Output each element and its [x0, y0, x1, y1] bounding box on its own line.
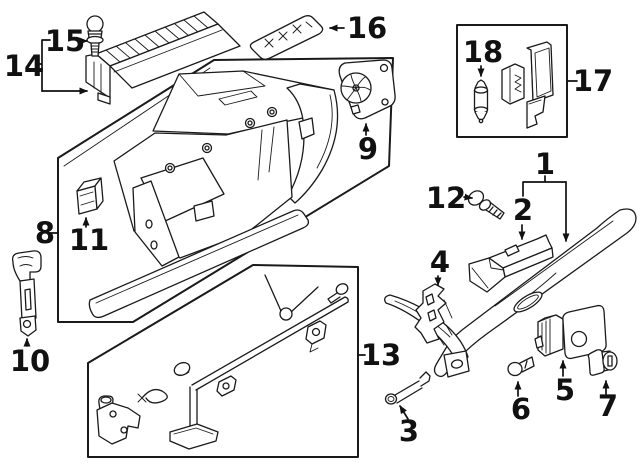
- callout-label-3: 3: [399, 414, 419, 448]
- callout-label-18: 18: [463, 35, 503, 69]
- callout-10: 10: [10, 338, 50, 378]
- callout-label-11: 11: [69, 223, 109, 257]
- callout-11: 11: [69, 217, 109, 257]
- callout-8: 8: [35, 216, 59, 250]
- callout-label-13: 13: [361, 338, 401, 372]
- callout-7: 7: [598, 380, 618, 423]
- retaining-pin: [384, 371, 431, 405]
- callout-label-10: 10: [10, 344, 50, 378]
- callout-15: 15: [45, 24, 88, 58]
- callout-17: 17: [567, 64, 613, 98]
- callout-label-9: 9: [358, 132, 378, 166]
- callout-label-5: 5: [555, 373, 575, 407]
- callout-label-17: 17: [573, 64, 613, 98]
- guide-rail: [169, 296, 349, 450]
- dash-screw: [467, 190, 505, 220]
- speaker-grille: [338, 59, 396, 120]
- callout-label-14: 14: [4, 49, 44, 83]
- callout-label-7: 7: [598, 389, 618, 423]
- callout-3: 3: [399, 405, 419, 448]
- glove-box-housing: [63, 67, 339, 319]
- pull-wire: [137, 388, 168, 404]
- door-handle-trim: [468, 234, 554, 293]
- callout-label-6: 6: [511, 392, 531, 426]
- callout-5: 5: [555, 360, 575, 407]
- lamp-housing: [501, 41, 554, 129]
- callout-label-2: 2: [513, 193, 533, 227]
- callout-label-8: 8: [35, 216, 55, 250]
- retainer-clip: [76, 177, 104, 215]
- lock-cylinder: [587, 349, 618, 376]
- callout-label-15: 15: [45, 24, 85, 58]
- hinge-bracket: [414, 283, 453, 346]
- end-cap: [173, 361, 191, 377]
- check-strap: [11, 250, 42, 337]
- callout-1: 1: [522, 147, 570, 242]
- callout-4: 4: [430, 245, 450, 286]
- corner-bracket: [96, 395, 141, 445]
- festoon-bulb: [473, 79, 489, 124]
- callout-12: 12: [426, 181, 473, 215]
- latch-assembly: [534, 304, 607, 360]
- callout-14: 14: [4, 39, 88, 95]
- spring-wire: [264, 274, 319, 321]
- glove-box-door: [384, 208, 637, 378]
- insert-tray: [85, 11, 241, 105]
- callout-label-16: 16: [347, 11, 387, 45]
- callout-9: 9: [358, 123, 378, 166]
- callout-label-4: 4: [430, 245, 450, 279]
- damper-screw: [327, 283, 349, 304]
- latch-screw: [507, 356, 535, 377]
- callout-18: 18: [463, 35, 503, 77]
- callout-16: 16: [329, 11, 387, 45]
- scuff-plate: [249, 15, 324, 60]
- callout-13: 13: [357, 338, 401, 372]
- tray-screw: [86, 15, 104, 57]
- callout-6: 6: [511, 381, 531, 426]
- callout-label-1: 1: [535, 147, 555, 181]
- callout-label-12: 12: [426, 181, 466, 215]
- callout-2: 2: [513, 193, 533, 240]
